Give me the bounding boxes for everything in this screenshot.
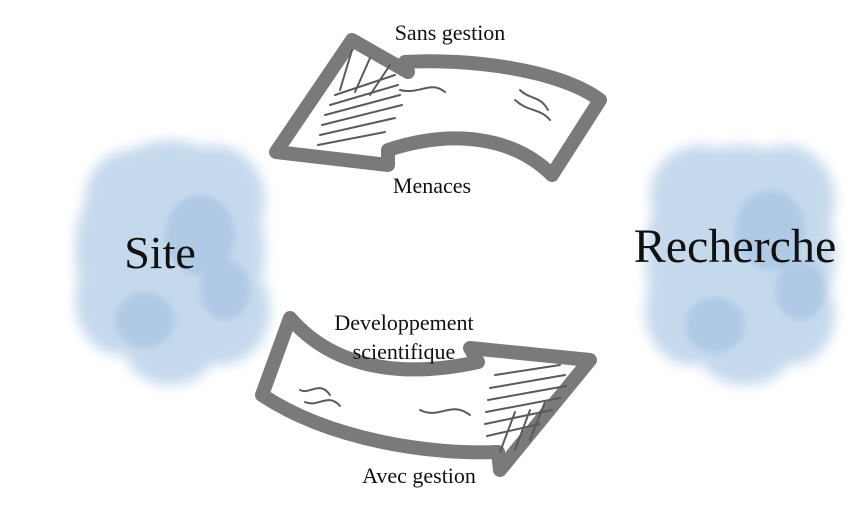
avec-gestion-label: Avec gestion xyxy=(362,463,476,488)
scientifique-label: scientifique xyxy=(353,339,456,364)
arrow-bottom-rightward xyxy=(255,311,597,477)
menaces-label: Menaces xyxy=(393,173,471,198)
recherche-cloud xyxy=(645,145,835,385)
site-cloud xyxy=(75,140,270,385)
developpement-label: Developpement xyxy=(334,310,473,335)
arrow-top-leftward xyxy=(269,33,607,182)
sans-gestion-label: Sans gestion xyxy=(395,20,506,45)
site-label: Site xyxy=(124,227,196,278)
recherche-label: Recherche xyxy=(634,220,837,273)
